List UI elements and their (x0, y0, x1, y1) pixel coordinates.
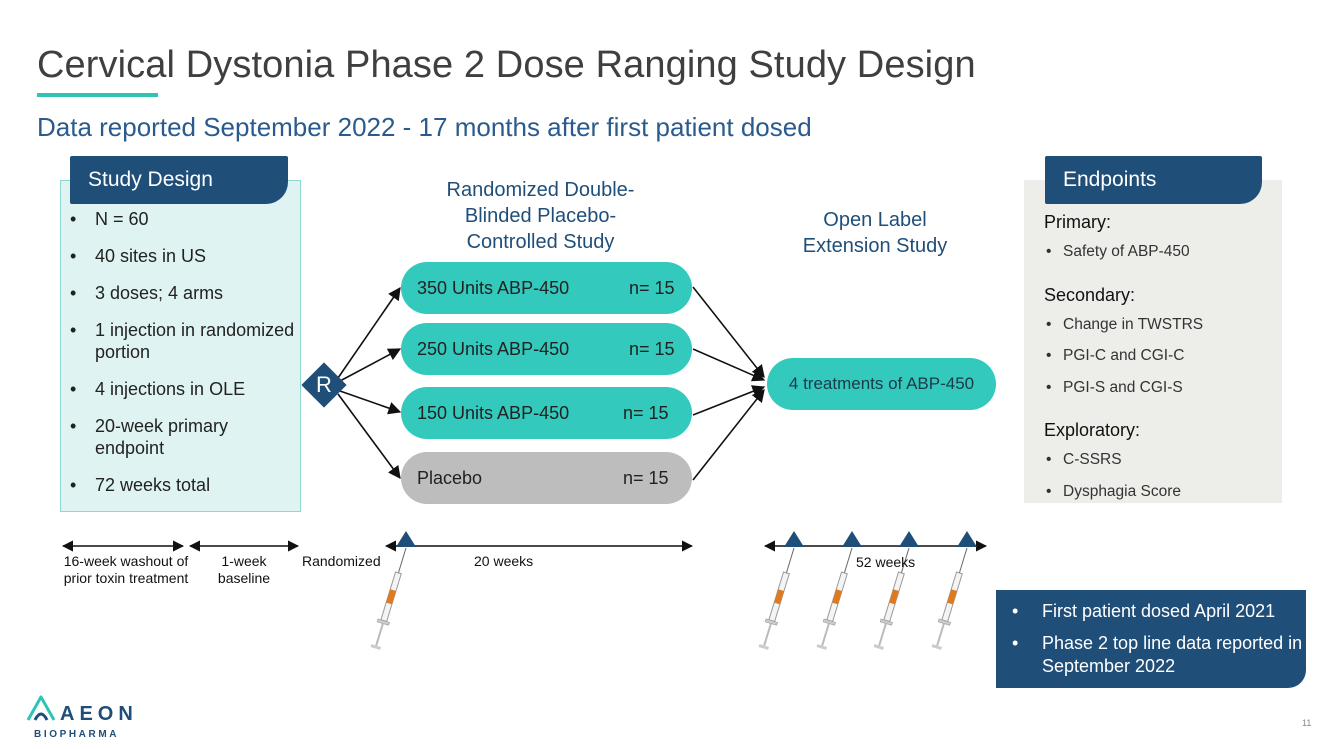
arrow-250-to-ole (692, 348, 766, 382)
arm-n: n= 15 (629, 278, 675, 298)
arrow-r-to-arm-350 (337, 286, 401, 379)
study-design-item: 3 doses; 4 arms (68, 282, 296, 304)
arm-n: n= 15 (629, 339, 675, 359)
baseline-label: 1-week baseline (217, 553, 271, 586)
fifty-two-weeks-label: 52 weeks (856, 554, 916, 570)
aeon-logo-icon (26, 695, 56, 721)
arm-label: 250 Units ABP-450 (417, 339, 570, 359)
arm-250-units: 250 Units ABP-450 n= 15 (401, 323, 692, 375)
study-design-list: N = 60 40 sites in US 3 doses; 4 arms 1 … (68, 208, 296, 511)
arm-label: Placebo (417, 468, 483, 488)
study-design-item: 72 weeks total (68, 474, 296, 496)
arrow-350-to-ole (692, 286, 765, 379)
milestones-list: First patient dosed April 2021 Phase 2 t… (1008, 600, 1303, 687)
primary-heading: Primary: (1044, 212, 1111, 232)
logo-subtitle: BIOPHARMA (34, 729, 120, 740)
twenty-weeks-label: 20 weeks (474, 553, 534, 569)
arm-150-units: 150 Units ABP-450 n= 15 (401, 387, 692, 439)
syringe-icon (931, 547, 968, 650)
exploratory-list: C-SSRS Dysphagia Score (1044, 451, 1274, 514)
logo-wordmark: AEON (60, 703, 138, 725)
arrow-150-to-ole (692, 385, 766, 416)
endpoints-header: Endpoints (1045, 156, 1262, 204)
study-design-header: Study Design (70, 156, 288, 204)
endpoint-item: C-SSRS (1044, 451, 1274, 483)
milestone-item: First patient dosed April 2021 (1008, 600, 1303, 623)
randomization-label: R (316, 372, 332, 397)
arrow-r-to-arm-150 (339, 390, 402, 415)
primary-list: Safety of ABP-450 (1044, 243, 1274, 275)
endpoint-item: PGI-S and CGI-S (1044, 379, 1274, 411)
study-design-item: 20-week primary endpoint (68, 415, 296, 459)
syringe-icon (873, 547, 910, 650)
title-underline (37, 93, 158, 97)
endpoint-item: Change in TWSTRS (1044, 316, 1274, 348)
ole-heading: Open Label Extension Study (802, 209, 948, 257)
study-design-item: N = 60 (68, 208, 296, 230)
randomized-label: Randomized (302, 553, 381, 569)
arm-350-units: 350 Units ABP-450 n= 15 (401, 262, 692, 314)
endpoint-item: PGI-C and CGI-C (1044, 347, 1274, 379)
arm-n: n= 15 (623, 468, 669, 488)
syringe-icon (370, 547, 407, 650)
triangle-marker-icon (957, 531, 977, 547)
endpoints-content: Primary: Safety of ABP-450 Secondary: Ch… (1044, 212, 1274, 524)
arrow-r-to-placebo (337, 393, 401, 480)
endpoint-item: Safety of ABP-450 (1044, 243, 1274, 275)
arm-placebo: Placebo n= 15 (401, 452, 692, 504)
milestones-box: First patient dosed April 2021 Phase 2 t… (996, 590, 1306, 688)
arm-n: n= 15 (623, 403, 669, 423)
secondary-list: Change in TWSTRS PGI-C and CGI-C PGI-S a… (1044, 316, 1274, 411)
secondary-heading: Secondary: (1044, 284, 1136, 305)
triangle-marker-icon (784, 531, 804, 547)
arrow-placebo-to-ole (692, 388, 765, 481)
triangle-marker-icon (396, 531, 416, 547)
arrow-r-to-arm-250 (339, 348, 402, 382)
arm-label: 150 Units ABP-450 (417, 403, 570, 423)
syringe-icon (758, 547, 795, 650)
study-design-item: 4 injections in OLE (68, 378, 296, 400)
ole-treatments-box: 4 treatments of ABP-450 (767, 358, 996, 410)
page-number: 11 (1302, 718, 1312, 728)
milestone-item: Phase 2 top line data reported in Septem… (1008, 632, 1303, 678)
exploratory-heading: Exploratory: (1044, 420, 1141, 440)
syringe-icon (816, 547, 853, 650)
triangle-marker-icon (899, 531, 919, 547)
page-title: Cervical Dystonia Phase 2 Dose Ranging S… (37, 44, 976, 86)
page-subtitle: Data reported September 2022 - 17 months… (37, 112, 812, 142)
randomized-heading: Randomized Double-Blinded Placebo-Contro… (446, 179, 635, 253)
study-design-item: 1 injection in randomized portion (68, 319, 296, 363)
study-design-item: 40 sites in US (68, 245, 296, 267)
endpoint-item: Dysphagia Score (1044, 483, 1274, 515)
triangle-marker-icon (842, 531, 862, 547)
washout-label: 16-week washout of prior toxin treatment (63, 553, 189, 586)
arm-label: 350 Units ABP-450 (417, 278, 570, 298)
